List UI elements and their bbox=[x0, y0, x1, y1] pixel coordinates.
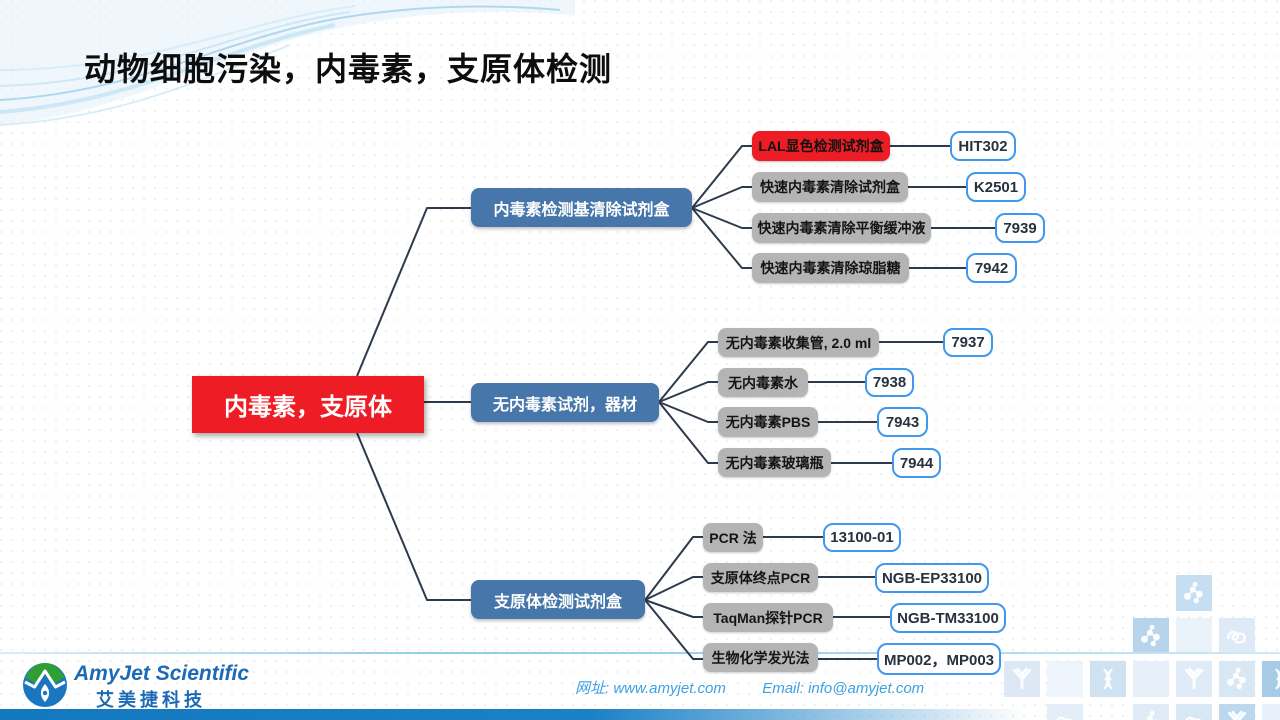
brand-name: AmyJet Scientific bbox=[74, 662, 250, 685]
molecule-icon bbox=[1184, 581, 1203, 604]
leaf-label: 支原体终点PCR bbox=[703, 563, 818, 592]
mosaic-tile bbox=[1176, 575, 1212, 611]
product-code: 7938 bbox=[865, 368, 914, 397]
antibody-icon bbox=[1013, 667, 1031, 690]
footer-separator-line bbox=[0, 652, 1280, 654]
leaf-label: 无内毒素水 bbox=[718, 368, 808, 397]
molecule-icon bbox=[1227, 667, 1246, 690]
leaf-label-highlighted: LAL显色检测试剂盒 bbox=[752, 131, 890, 161]
mosaic-tile bbox=[1047, 661, 1083, 697]
branch-endotoxin-detection: 内毒素检测基清除试剂盒 bbox=[471, 188, 692, 227]
leaf-label: TaqMan探针PCR bbox=[703, 603, 833, 632]
product-code: 7937 bbox=[943, 328, 993, 357]
mosaic-tile bbox=[1176, 661, 1212, 697]
product-code: 7944 bbox=[892, 448, 941, 478]
molecule-icon bbox=[1141, 624, 1160, 647]
mosaic-tile bbox=[1262, 661, 1280, 697]
product-code: HIT302 bbox=[950, 131, 1016, 161]
product-code: NGB-TM33100 bbox=[890, 603, 1006, 633]
email-label: Email: bbox=[762, 680, 804, 697]
leaf-label: 生物化学发光法 bbox=[703, 643, 818, 672]
product-code: 7943 bbox=[877, 407, 928, 437]
leaf-label: 快速内毒素清除试剂盒 bbox=[752, 172, 908, 202]
website-link[interactable]: www.amyjet.com bbox=[613, 680, 726, 697]
mosaic-tile bbox=[1219, 661, 1255, 697]
protein-icon bbox=[1227, 630, 1246, 644]
leaf-label: PCR 法 bbox=[703, 523, 763, 552]
amyjet-logo bbox=[23, 663, 67, 707]
website-label: 网址: bbox=[575, 680, 610, 697]
page-title: 动物细胞污染，内毒素，支原体检测 bbox=[84, 51, 613, 87]
product-code: NGB-EP33100 bbox=[875, 563, 989, 593]
branch-mycoplasma-kit: 支原体检测试剂盒 bbox=[471, 580, 645, 619]
leaf-label: 无内毒素PBS bbox=[718, 407, 818, 437]
product-code: 7939 bbox=[995, 213, 1045, 243]
mosaic-tile bbox=[1133, 661, 1169, 697]
footer-contact: 网址: www.amyjet.com Email: info@amyjet.co… bbox=[575, 677, 924, 698]
product-code: 13100-01 bbox=[823, 523, 901, 552]
mosaic-tile bbox=[1176, 618, 1212, 654]
leaf-label: 快速内毒素清除琼脂糖 bbox=[752, 253, 909, 283]
product-code: 7942 bbox=[966, 253, 1017, 283]
branch-endotoxin-free: 无内毒素试剂，器材 bbox=[471, 383, 659, 422]
leaf-label: 无内毒素收集管, 2.0 ml bbox=[718, 328, 879, 357]
antibody-icon bbox=[1185, 667, 1203, 690]
email-link[interactable]: info@amyjet.com bbox=[808, 680, 925, 697]
mosaic-tile bbox=[1090, 661, 1126, 697]
mindmap-root-node: 内毒素，支原体 bbox=[192, 376, 424, 433]
brand-name-cn: 艾美捷科技 bbox=[96, 690, 206, 710]
mosaic-tile bbox=[1004, 661, 1040, 697]
leaf-label: 快速内毒素清除平衡缓冲液 bbox=[752, 213, 931, 243]
bottom-accent-bar bbox=[0, 709, 1280, 720]
mosaic-tile bbox=[1133, 618, 1169, 654]
dna-icon bbox=[1274, 668, 1280, 690]
product-code: MP002，MP003 bbox=[877, 643, 1001, 675]
mosaic-tile bbox=[1219, 618, 1255, 654]
product-code: K2501 bbox=[966, 172, 1026, 202]
leaf-label: 无内毒素玻璃瓶 bbox=[718, 448, 831, 477]
dna-icon bbox=[1102, 668, 1114, 690]
